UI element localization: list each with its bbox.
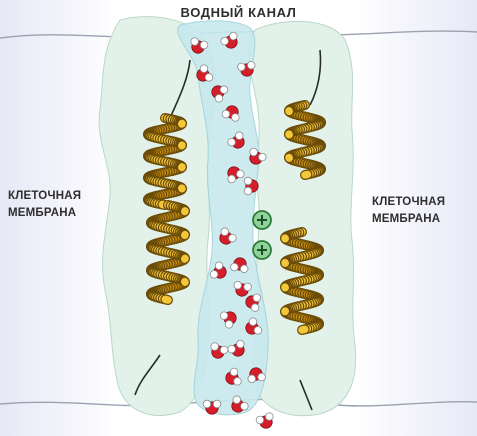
positive-ion-icon — [253, 241, 271, 259]
channel-title: ВОДНЫЙ КАНАЛ — [0, 4, 477, 21]
left-membrane-label-line2: МЕМБРАНА — [8, 207, 76, 219]
alpha-helix-icon — [148, 118, 182, 205]
right-membrane-label-line2: МЕМБРАНА — [372, 213, 440, 225]
left-membrane-label-line1: КЛЕТОЧНАЯ — [8, 190, 81, 202]
alpha-helix-icon — [289, 105, 321, 175]
water-molecule-icon — [255, 412, 276, 431]
left-membrane-label: КЛЕТОЧНАЯ МЕМБРАНА — [8, 188, 81, 222]
positive-ion-icon — [253, 211, 271, 229]
right-membrane-label: КЛЕТОЧНАЯ МЕМБРАНА — [372, 194, 445, 228]
right-membrane-label-line1: КЛЕТОЧНАЯ — [372, 196, 445, 208]
